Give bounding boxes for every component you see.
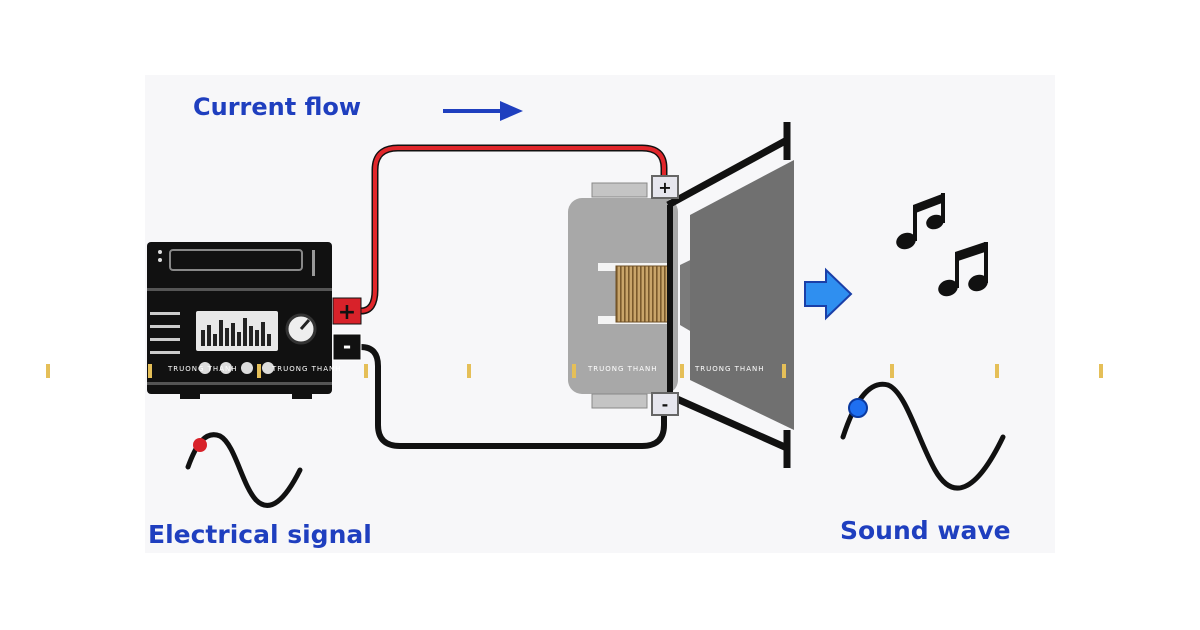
blue-right-arrow-icon bbox=[804, 267, 853, 321]
loudspeaker-icon bbox=[568, 122, 794, 468]
amp-negative-terminal bbox=[332, 333, 362, 361]
stereo-amplifier-icon bbox=[147, 242, 332, 399]
right-arrow-icon bbox=[443, 101, 523, 121]
amp-negative-sign: - bbox=[343, 334, 351, 358]
current-flow-label: Current flow bbox=[193, 93, 362, 121]
speaker-negative-terminal bbox=[651, 392, 679, 416]
music-notes-icon bbox=[896, 193, 988, 297]
speaker-positive-terminal bbox=[651, 175, 679, 199]
negative-wire bbox=[360, 344, 667, 449]
watermark-markers bbox=[46, 364, 1103, 378]
sound-wave-label: Sound wave bbox=[840, 516, 1011, 545]
signal-dot bbox=[193, 438, 207, 452]
speaker-negative-sign: - bbox=[662, 395, 669, 414]
electrical-signal-label: Electrical signal bbox=[148, 520, 372, 549]
watermark-text: TRUONG THANH bbox=[272, 365, 342, 373]
amp-positive-terminal bbox=[332, 297, 362, 325]
watermark-text: TRUONG THANH bbox=[168, 365, 238, 373]
watermark-text: TRUONG THANH bbox=[588, 365, 658, 373]
amp-positive-sign: + bbox=[338, 300, 356, 325]
sound-wave bbox=[840, 381, 1006, 491]
watermark-text: TRUONG THANH bbox=[695, 365, 765, 373]
speaker-positive-sign: + bbox=[658, 178, 671, 197]
sound-dot bbox=[848, 398, 868, 418]
